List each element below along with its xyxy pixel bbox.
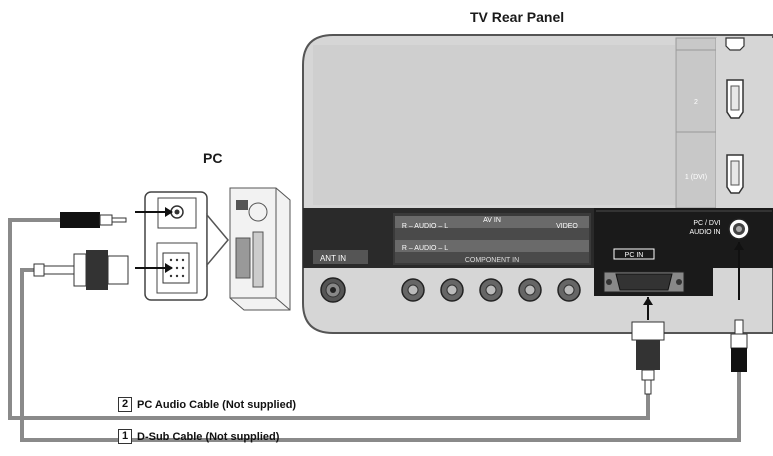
vga-plug-pc-icon [33,250,173,290]
audio-top-label: R – AUDIO – L [402,223,448,230]
audio-in-jack-icon [728,218,750,240]
dsub-cable-text: D-Sub Cable (Not supplied) [137,430,280,443]
ant-in-label: ANT IN [320,254,346,263]
audio-in-label: AUDIO IN [689,229,720,236]
component-jacks-icon [401,278,581,302]
pc-in-label: PC IN [625,252,644,259]
dsub-cable-label: 1 D-Sub Cable (Not supplied) [118,429,279,444]
vga-port-icon [603,271,685,293]
hdmi-column [675,37,773,209]
audio-cable [8,218,650,420]
hdmi-1-label: 1 (DVI) [685,174,707,181]
audio-bottom-label: R – AUDIO – L [402,245,448,252]
pc-title: PC [203,150,223,166]
pc-tower-icon [229,187,291,311]
ant-in-jack-icon [320,277,346,303]
hdmi-2-label: 2 [694,99,698,106]
audio-cable-label: 2 PC Audio Cable (Not supplied) [118,397,296,412]
audio-plug-tv-icon [730,242,748,372]
tv-rear-panel-title: TV Rear Panel [470,9,565,25]
hdmi-port-3-icon [725,37,745,51]
video-label: VIDEO [556,223,578,230]
dsub-cable-number: 1 [118,429,132,444]
audio-cable-number: 2 [118,397,132,412]
pc-dvi-label: PC / DVI [693,220,720,227]
dsub-cable [20,268,741,442]
component-in-label: COMPONENT IN [465,257,519,264]
av-in-label: AV IN [483,217,501,224]
audio-plug-pc-icon [60,207,173,228]
tv-panel-inner [313,45,675,205]
audio-cable-text: PC Audio Cable (Not supplied) [137,398,297,411]
vga-plug-tv-icon [631,297,665,395]
pc-rear-panel [144,191,229,301]
